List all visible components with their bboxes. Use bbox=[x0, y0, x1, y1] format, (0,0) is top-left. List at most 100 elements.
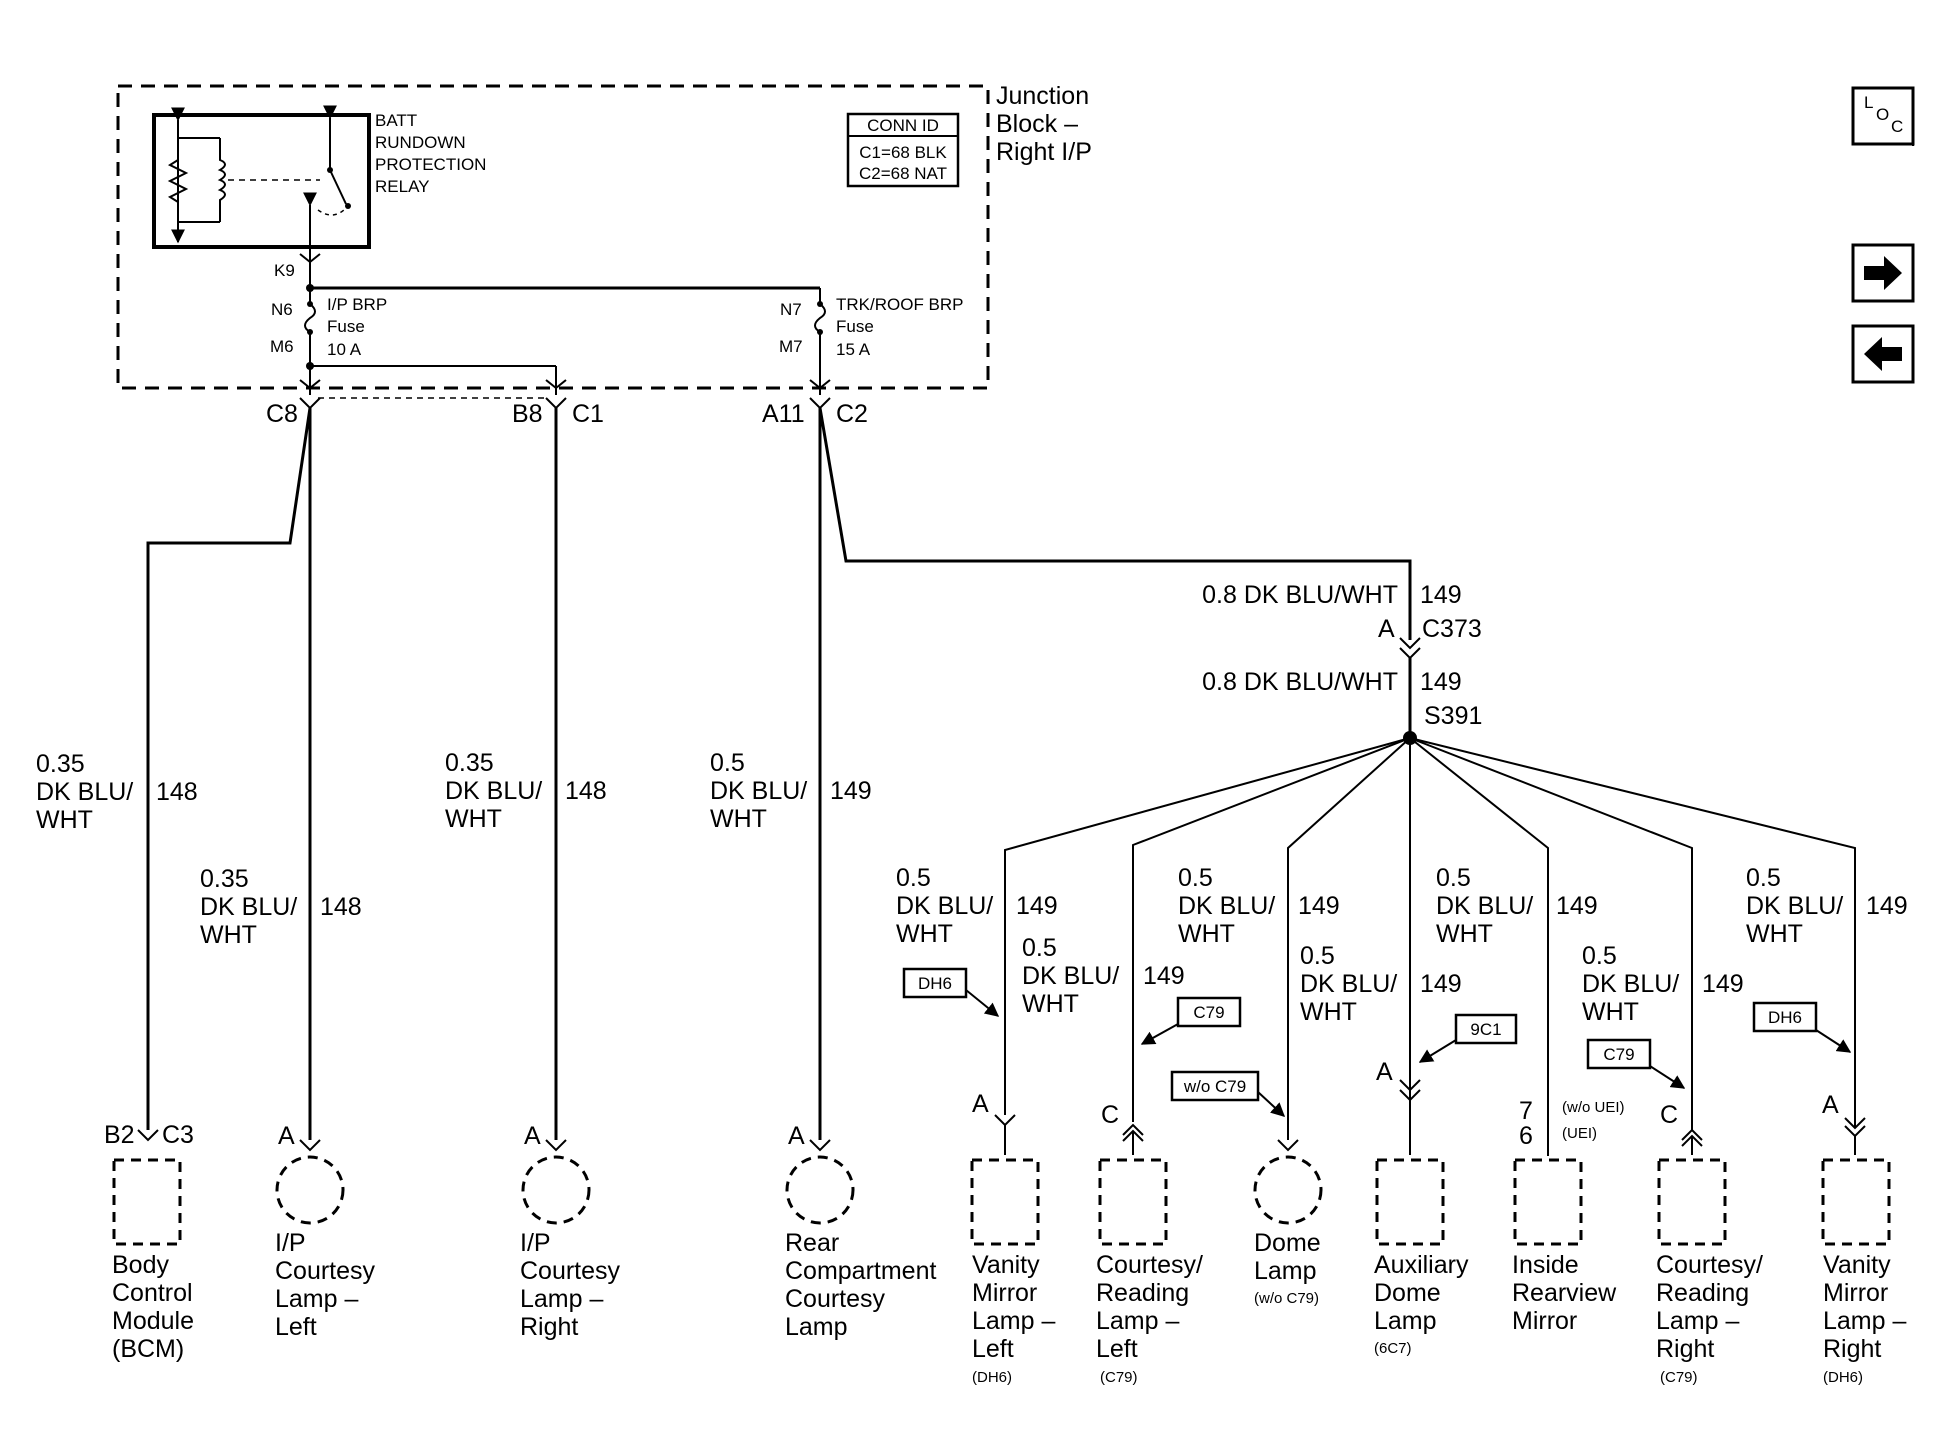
wire-label-trunk-upper: 0.8 DK BLU/WHT bbox=[1202, 581, 1398, 609]
bcm-label-2: Control bbox=[112, 1279, 193, 1307]
bcm-label-3: Module bbox=[112, 1307, 194, 1335]
option-tag-c79-left bbox=[1176, 996, 1242, 1028]
aux-dome-label-1: Auxiliary bbox=[1374, 1251, 1469, 1279]
wire-circuit-bcm: 148 bbox=[156, 778, 198, 806]
fuse-ip-label-2: Fuse bbox=[327, 317, 365, 336]
wire-circuit-ipl: 148 bbox=[320, 893, 362, 921]
components: B2 C3 Body Control Module (BCM) A I/P Co… bbox=[104, 1058, 1906, 1386]
wire-label-bcm-3: WHT bbox=[36, 806, 93, 834]
relay-switch-contact bbox=[329, 169, 347, 205]
vanity-left-symbol bbox=[970, 1158, 1040, 1246]
b1-circuit: 149 bbox=[1016, 892, 1058, 920]
reading-left-label-1: Courtesy/ bbox=[1096, 1251, 1203, 1279]
ip-right-label-2: Courtesy bbox=[520, 1257, 621, 1285]
component-bcm: B2 C3 Body Control Module (BCM) bbox=[104, 1121, 194, 1363]
ip-left-pin: A bbox=[278, 1122, 295, 1150]
relay-label-3: PROTECTION bbox=[375, 155, 486, 174]
fuse-trk-label-3: 15 A bbox=[836, 340, 871, 359]
batt-rundown-relay: BATT RUNDOWN PROTECTION RELAY bbox=[152, 105, 486, 249]
vanity-left-label-1: Vanity bbox=[972, 1251, 1040, 1279]
reading-left-label-3: Lamp – bbox=[1096, 1307, 1179, 1335]
vanity-left-pin: A bbox=[972, 1090, 989, 1118]
arrow-left-icon bbox=[1864, 337, 1902, 371]
bcm-pin-b2: B2 bbox=[104, 1121, 135, 1149]
option-dh6-right: DH6 bbox=[1768, 1008, 1802, 1027]
option-uei: (UEI) bbox=[1562, 1125, 1597, 1142]
reading-left-symbol bbox=[1098, 1158, 1168, 1246]
dome-label-2: Lamp bbox=[1254, 1257, 1317, 1285]
dome-option: (w/o C79) bbox=[1254, 1290, 1319, 1307]
b4-label-1: 0.5 bbox=[1300, 942, 1335, 970]
vanity-right-pin: A bbox=[1822, 1091, 1839, 1119]
relay-coil-symbol bbox=[217, 138, 226, 222]
b5-label-3: WHT bbox=[1436, 920, 1493, 948]
wire-label-bcm-2: DK BLU/ bbox=[36, 778, 133, 806]
option-tag-c79-right bbox=[1586, 1038, 1652, 1070]
arrow-right-icon bbox=[1864, 256, 1902, 290]
component-reading-left: C Courtesy/ Reading Lamp – Left (C79) bbox=[1096, 1101, 1203, 1386]
b1-label-1: 0.5 bbox=[896, 864, 931, 892]
fuse-ip-label-3: 10 A bbox=[327, 340, 362, 359]
b4-label-3: WHT bbox=[1300, 998, 1357, 1026]
wire-circuit-ipr: 148 bbox=[565, 777, 607, 805]
aux-dome-option: (6C7) bbox=[1374, 1340, 1412, 1357]
relay-label-4: RELAY bbox=[375, 177, 430, 196]
next-page-button[interactable] bbox=[1851, 243, 1915, 303]
branch-vanity-right bbox=[1409, 737, 1856, 1128]
ip-right-pin: A bbox=[524, 1122, 541, 1150]
ip-left-label-4: Left bbox=[275, 1313, 317, 1341]
reading-right-label-2: Reading bbox=[1656, 1279, 1749, 1307]
ip-right-label-3: Lamp – bbox=[520, 1285, 603, 1313]
b6-label-3: WHT bbox=[1582, 998, 1639, 1026]
b6-label-2: DK BLU/ bbox=[1582, 970, 1679, 998]
option-wo-c79: w/o C79 bbox=[1183, 1077, 1246, 1096]
component-ip-courtesy-left: A I/P Courtesy Lamp – Left bbox=[275, 1122, 376, 1341]
mirror-label-3: Mirror bbox=[1512, 1307, 1577, 1335]
mirror-pin-6: 6 bbox=[1519, 1122, 1533, 1150]
branch-reading-left bbox=[1132, 737, 1411, 1122]
b4-circuit: 149 bbox=[1420, 970, 1462, 998]
previous-page-button[interactable] bbox=[1851, 324, 1915, 384]
lamp-symbol-rear bbox=[785, 1155, 855, 1225]
resistor-symbol bbox=[167, 159, 189, 203]
reading-left-option: (C79) bbox=[1100, 1369, 1138, 1386]
lamp-symbol-dome bbox=[1253, 1155, 1323, 1225]
component-vanity-right: A Vanity Mirror Lamp – Right (DH6) bbox=[1821, 1091, 1906, 1386]
ip-left-label-2: Courtesy bbox=[275, 1257, 376, 1285]
locator-button[interactable]: L O C bbox=[1851, 86, 1915, 146]
fuse-ip-label-1: I/P BRP bbox=[327, 295, 387, 314]
component-ip-courtesy-right: A I/P Courtesy Lamp – Right bbox=[520, 1122, 621, 1341]
block-output-connectors: C8 B8 C1 A11 C2 bbox=[266, 397, 868, 428]
nav-buttons: L O C bbox=[1851, 86, 1915, 384]
wire-label-ipr-3: WHT bbox=[445, 805, 502, 833]
aux-dome-pin: A bbox=[1376, 1058, 1393, 1086]
wire-label-trunk-lower: 0.8 DK BLU/WHT bbox=[1202, 668, 1398, 696]
option-9c1: 9C1 bbox=[1470, 1020, 1501, 1039]
dome-label-1: Dome bbox=[1254, 1229, 1321, 1257]
wire-label-ipr-1: 0.35 bbox=[445, 749, 494, 777]
option-c79-right: C79 bbox=[1603, 1045, 1634, 1064]
component-reading-right: C Courtesy/ Reading Lamp – Right (C79) bbox=[1656, 1101, 1763, 1386]
terminal-a11: A11 bbox=[762, 400, 805, 428]
wire-label-ipl-2: DK BLU/ bbox=[200, 893, 297, 921]
rear-pin: A bbox=[788, 1122, 805, 1150]
reading-right-symbol bbox=[1657, 1158, 1727, 1246]
option-tag-9c1 bbox=[1454, 1013, 1518, 1045]
component-vanity-left: A Vanity Mirror Lamp – Left (DH6) bbox=[970, 1090, 1055, 1386]
pin-n6: N6 bbox=[271, 300, 293, 319]
branch-vanity-left bbox=[1004, 737, 1411, 1115]
conn-id-c1: C1=68 BLK bbox=[859, 143, 947, 162]
option-tag-wo-c79 bbox=[1170, 1070, 1260, 1102]
vanity-right-label-1: Vanity bbox=[1823, 1251, 1891, 1279]
vanity-right-option: (DH6) bbox=[1823, 1369, 1863, 1386]
mirror-symbol bbox=[1513, 1158, 1583, 1246]
rear-label-4: Lamp bbox=[785, 1313, 848, 1341]
aux-dome-label-3: Lamp bbox=[1374, 1307, 1437, 1335]
bcm-label-1: Body bbox=[112, 1251, 169, 1279]
junction-block-label-1: Junction bbox=[996, 82, 1089, 110]
wire-label-rear-1: 0.5 bbox=[710, 749, 745, 777]
option-tag-dh6-left bbox=[902, 967, 968, 999]
vanity-left-label-4: Left bbox=[972, 1335, 1014, 1363]
b1-label-2: DK BLU/ bbox=[896, 892, 993, 920]
vanity-right-label-4: Right bbox=[1823, 1335, 1881, 1363]
